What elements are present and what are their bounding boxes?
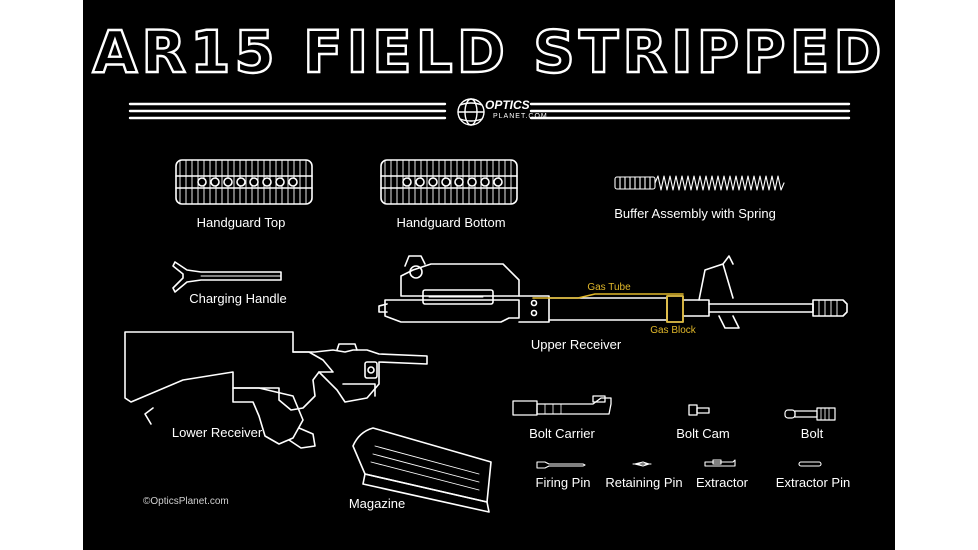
label-lower-receiver: Lower Receiver <box>171 425 263 440</box>
lower-receiver-shape <box>124 331 428 449</box>
label-retaining-pin: Retaining Pin <box>605 475 683 490</box>
label-firing-pin: Firing Pin <box>535 475 591 490</box>
label-bolt-cam: Bolt Cam <box>676 426 730 441</box>
copyright-text: ©OpticsPlanet.com <box>143 496 229 507</box>
brand-subtitle: PLANET.COM <box>493 113 548 120</box>
label-gas-tube: Gas Tube <box>587 282 631 293</box>
bolt-carrier-shape <box>512 395 612 416</box>
extractor-shape <box>704 459 736 467</box>
label-upper-receiver: Upper Receiver <box>530 337 622 352</box>
magazine-shape <box>352 427 492 513</box>
charging-handle-shape <box>172 261 282 293</box>
label-magazine: Magazine <box>348 496 406 511</box>
firing-pin-shape <box>536 461 586 469</box>
extractor-pin-shape <box>798 461 822 467</box>
label-buffer: Buffer Assembly with Spring <box>614 206 776 221</box>
handguard-bottom-shape <box>380 159 518 205</box>
label-charging-handle: Charging Handle <box>189 291 287 306</box>
gas-system-shape <box>532 293 684 323</box>
label-handguard-top: Handguard Top <box>196 215 286 230</box>
header-rules <box>128 102 851 120</box>
poster-title: AR15 FIELD STRIPPED <box>91 17 886 87</box>
buffer-spring-shape <box>614 175 785 191</box>
retaining-pin-shape <box>632 461 652 467</box>
brand-name: OPTICS <box>485 98 530 112</box>
label-bolt: Bolt <box>800 426 824 441</box>
bolt-shape <box>784 407 836 421</box>
poster: AR15 FIELD STRIPPED <box>83 0 895 550</box>
label-bolt-carrier: Bolt Carrier <box>529 426 595 441</box>
label-extractor-pin: Extractor Pin <box>775 475 851 490</box>
label-extractor: Extractor <box>695 475 749 490</box>
parts-illustration <box>124 98 851 513</box>
handguard-top-shape <box>175 159 313 205</box>
bolt-cam-shape <box>688 404 710 416</box>
globe-logo-icon <box>457 98 485 126</box>
label-handguard-bottom: Handguard Bottom <box>396 215 506 230</box>
label-gas-block: Gas Block <box>650 325 696 336</box>
